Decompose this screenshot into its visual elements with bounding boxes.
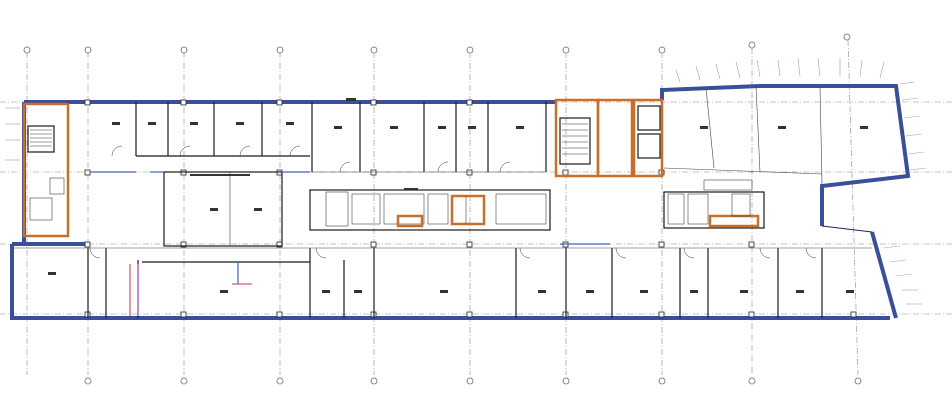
service-cluster-right — [663, 179, 765, 229]
grid-bubbles-top — [23, 33, 851, 54]
room-tags — [48, 98, 868, 293]
columns — [84, 99, 857, 318]
markup-annotations — [90, 171, 610, 316]
central-core-room — [163, 171, 283, 247]
exterior-dimension-ticks — [5, 57, 927, 305]
right-wing-rooms — [663, 85, 823, 185]
service-cluster — [309, 189, 551, 231]
stair-core-center — [554, 98, 664, 178]
door-swings — [89, 145, 817, 259]
interior-walls-upper — [67, 102, 547, 173]
grid-bubbles-bottom — [84, 377, 862, 385]
interior-walls-lower — [12, 247, 872, 318]
exterior-walls — [10, 84, 911, 320]
structural-grid — [0, 39, 952, 376]
stair-core-left — [22, 102, 70, 238]
